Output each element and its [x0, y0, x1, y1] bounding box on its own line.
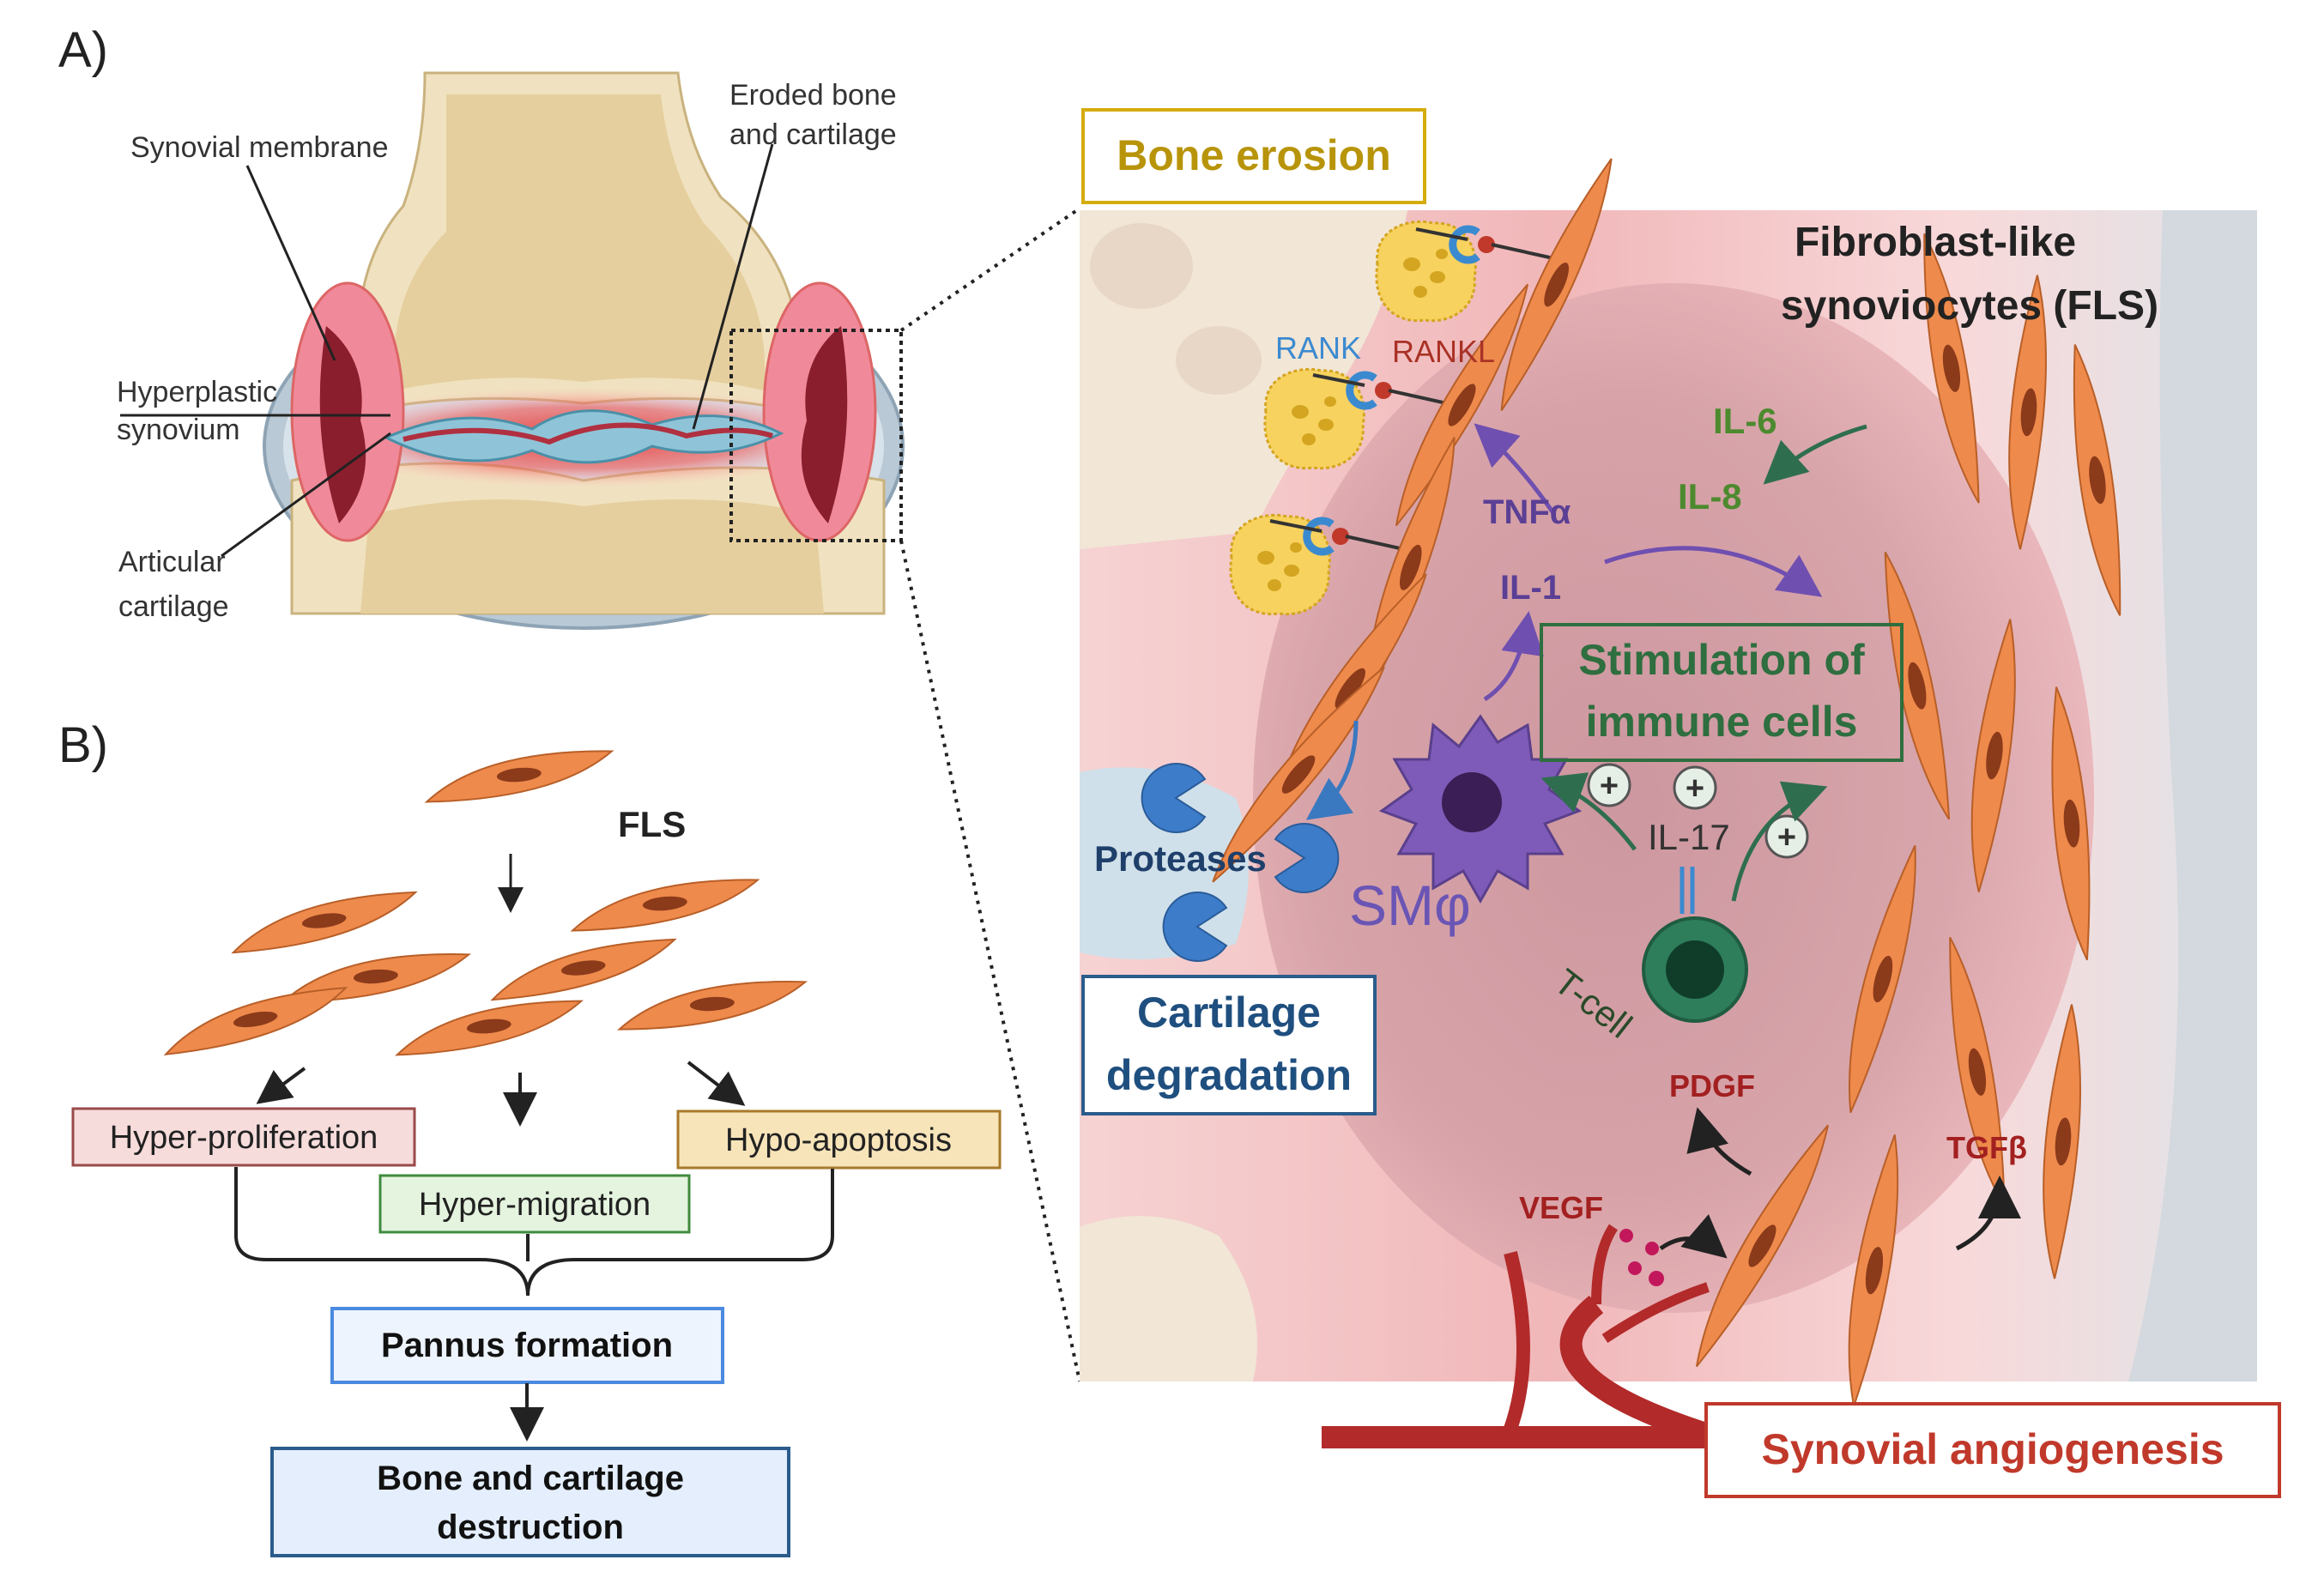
panel-b: B) FLS Hyper-proliferation Hyper-migrati… [58, 717, 1002, 1557]
panel-a: A) Synovial membra [58, 22, 905, 630]
fls-label-line2: synoviocytes (FLS) [1781, 283, 2158, 329]
cartilage-label-line1: Cartilage [1137, 988, 1321, 1037]
fls-to-protease-arrow [1305, 720, 1359, 820]
il6-label: IL-6 [1713, 401, 1777, 441]
vegf-arrow [1659, 1213, 1728, 1259]
plus-badge-3: + [1764, 814, 1809, 859]
rankl-label: RANKL [1392, 334, 1495, 369]
arrow-to-apoptosis [687, 1061, 746, 1106]
panel-b-label: B) [58, 717, 108, 773]
stimulation-label-line1: Stimulation of [1578, 636, 1865, 684]
hyper-proliferation-label: Hyper-proliferation [110, 1120, 378, 1156]
panel-a-label: A) [58, 22, 108, 78]
t-cell [1642, 867, 1748, 1023]
hypo-apoptosis-label: Hypo-apoptosis [725, 1122, 952, 1158]
angiogenesis-label: Synovial angiogenesis [1761, 1425, 2224, 1473]
tgfb-arrow [1955, 1176, 2021, 1251]
hyperplastic-label-line2: synovium [117, 414, 240, 446]
cartilage-degradation-box [1081, 975, 1377, 1115]
il17-label: IL-17 [1648, 817, 1730, 857]
macrophage-label: SMφ [1349, 874, 1471, 937]
eroded-bone-label-line1: Eroded bone [729, 79, 897, 112]
joint-illustration [263, 71, 905, 630]
destruction-label-line2: destruction [437, 1508, 624, 1546]
articular-label-line2: cartilage [118, 590, 229, 623]
synovial-macrophage [1378, 714, 1583, 904]
fls-b-label: FLS [618, 804, 686, 844]
pannus-formation-label: Pannus formation [381, 1327, 673, 1364]
cartilage-label-line2: degradation [1106, 1051, 1352, 1099]
proteases-label: Proteases [1094, 838, 1267, 879]
tcell-to-fls-arrow [1731, 781, 1828, 902]
stimulation-box [1540, 623, 1904, 762]
zoom-panel: + + + Bone erosion Fibroblast-like synov… [1080, 108, 2281, 1498]
zoom-connector-bottom [899, 540, 1081, 1382]
plus-badge-1: + [1587, 763, 1631, 807]
il8-label: IL-8 [1678, 476, 1742, 517]
tgfb-label: TGFβ [1946, 1130, 2027, 1165]
tnfa-label: TNFα [1483, 493, 1571, 531]
tnfa-arrow [1474, 423, 1556, 515]
hyper-migration-box [378, 1174, 691, 1234]
bone-erosion-box [1081, 108, 1426, 204]
destruction-box [270, 1447, 790, 1557]
bone-erosion-label: Bone erosion [1117, 131, 1390, 179]
hyper-migration-label: Hyper-migration [419, 1187, 651, 1223]
il1-label: IL-1 [1500, 569, 1561, 607]
merge-brace [234, 1167, 834, 1297]
stimulation-label-line2: immune cells [1586, 698, 1858, 746]
zoom-connector-top [899, 209, 1079, 332]
rank-label: RANK [1275, 330, 1361, 366]
plus-badge-2-text: + [1686, 771, 1704, 807]
pdgf-arrow [1686, 1107, 1752, 1176]
tcell-to-macrophage-arrow [1540, 772, 1637, 851]
arrow-to-proliferation [256, 1067, 306, 1104]
articular-label-line1: Articular [118, 546, 226, 578]
angiogenesis-box [1704, 1402, 2281, 1498]
il6-arrow [1763, 424, 1867, 485]
plus-badge-3-text: + [1777, 819, 1796, 855]
plus-badge-2: + [1673, 765, 1717, 810]
hyper-proliferation-box [71, 1107, 416, 1167]
vegf-label: VEGF [1519, 1190, 1603, 1225]
pdgf-label: PDGF [1669, 1068, 1755, 1103]
fls-label-line1: Fibroblast-like [1795, 220, 2076, 265]
hypo-apoptosis-box [676, 1109, 1002, 1170]
eroded-bone-label-line2: and cartilage [729, 118, 897, 151]
hyperplastic-label-line1: Hyperplastic [117, 376, 277, 408]
synovial-membrane-label: Synovial membrane [130, 131, 388, 164]
plus-badge-1-text: + [1600, 768, 1619, 804]
il1-arrow [1604, 546, 1823, 597]
destruction-label-line1: Bone and cartilage [377, 1460, 684, 1497]
macrophage-il1-arrow [1483, 611, 1544, 702]
pannus-formation-box [330, 1307, 724, 1384]
zoom-selection-box [729, 329, 903, 542]
